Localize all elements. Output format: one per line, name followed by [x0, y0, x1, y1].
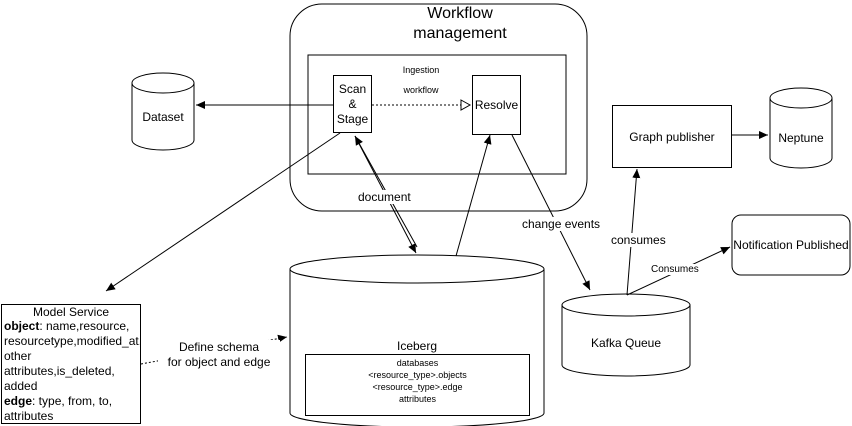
- ingestion-label-line1: Ingestion: [402, 65, 440, 75]
- edge-fields: : type, from, to,: [32, 394, 113, 408]
- define-schema-edge-label: Define schema for object and edge: [158, 340, 280, 370]
- model-service-edge-line: edge: type, from, to,: [4, 394, 138, 409]
- resolve-label: Resolve: [474, 98, 519, 112]
- iceberg-label: Iceberg: [396, 339, 438, 353]
- notification-published-box: [731, 214, 851, 276]
- iceberg-db-line1: databases: [396, 358, 439, 368]
- workflow-title: Workflow management: [400, 4, 520, 44]
- dataset-label: Dataset: [142, 110, 184, 124]
- iceberg-db-line4: attributes: [398, 394, 437, 404]
- iceberg-db-line3: <resource_type>.edge: [372, 382, 463, 392]
- graph-publisher-box: Graph publisher: [612, 105, 732, 168]
- model-service-line5: added: [4, 379, 38, 393]
- ingestion-workflow-label: Ingestion workflow: [390, 60, 452, 100]
- graph-publisher-label: Graph publisher: [629, 129, 715, 144]
- change-events-edge-label: change events: [521, 217, 602, 231]
- define-schema-line2: for object and edge: [167, 355, 271, 369]
- notification-published-label: Notification Published: [733, 238, 849, 252]
- dataset-cylinder: [131, 72, 195, 151]
- kafka-cylinder: [561, 293, 691, 377]
- neptune-label: Neptune: [778, 131, 824, 145]
- model-service-line2: resourcetype,modified_at,: [4, 334, 141, 348]
- neptune-cylinder: [769, 87, 833, 169]
- document-edge-label: document: [357, 190, 412, 204]
- arrow-kafka-to-graph-publisher: [626, 168, 641, 296]
- scan-stage-box: Scan & Stage: [333, 75, 372, 133]
- model-service-title: Model Service: [32, 305, 110, 319]
- model-service-line3: other: [4, 349, 32, 363]
- model-service-line7: attributes: [4, 409, 54, 423]
- model-service-line4: attributes,is_deleted,: [4, 364, 115, 378]
- resolve-box: Resolve: [472, 75, 521, 135]
- arrow-resolve-to-kafka: [511, 134, 591, 291]
- define-schema-line1: Define schema: [178, 340, 260, 354]
- consumes-edge-label: consumes: [610, 233, 667, 247]
- scan-stage-line2: &: [348, 97, 357, 111]
- arrow-scan-to-model-service: [105, 132, 341, 292]
- model-service-object-line: object: name,resource,: [4, 319, 138, 334]
- object-fields: : name,resource,: [39, 319, 130, 333]
- arrow-iceberg-to-resolve: [455, 134, 492, 257]
- workflow-title-line1: Workflow: [427, 5, 493, 22]
- scan-stage-line1: Scan: [338, 82, 367, 96]
- edge-key: edge: [4, 394, 33, 408]
- kafka-queue-label: Kafka Queue: [590, 336, 662, 350]
- model-service-box: Model Service object: name,resource, res…: [1, 304, 141, 424]
- scan-stage-line3: Stage: [336, 112, 369, 126]
- object-key: object: [4, 319, 40, 333]
- iceberg-databases-box: databases <resource_type>.objects <resou…: [305, 354, 530, 416]
- consumes-notification-edge-label: Consumes: [650, 264, 700, 275]
- iceberg-db-line2: <resource_type>.objects: [368, 370, 467, 380]
- ingestion-label-line2: workflow: [403, 85, 439, 95]
- workflow-title-line2: management: [413, 25, 507, 42]
